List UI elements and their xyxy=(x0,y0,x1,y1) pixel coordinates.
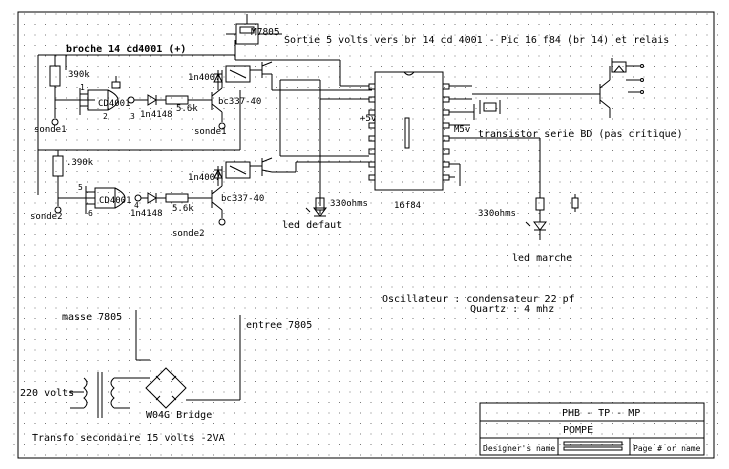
output-stage xyxy=(599,58,644,118)
q2-label: bc337-40 xyxy=(221,194,264,204)
pin4-label: 4 xyxy=(134,201,139,210)
d1-label: 1n4007 xyxy=(188,73,221,83)
m5v-label: M5v xyxy=(454,125,470,135)
led1-label: led defaut xyxy=(282,220,342,231)
led2-label: led marche xyxy=(512,253,572,264)
bridge-label: W04G Bridge xyxy=(146,410,212,421)
mains-label: 220 volts xyxy=(20,388,74,399)
q1-label: bc337-40 xyxy=(218,97,261,107)
pic16f84-chip xyxy=(279,70,600,200)
title-block-title: PHB - TP - MP xyxy=(562,408,640,419)
leds xyxy=(305,194,579,240)
transfo-label: Transfo secondaire 15 volts -2VA xyxy=(32,433,225,444)
probe2b-label: sonde2 xyxy=(172,229,205,239)
pin1-label: 1 xyxy=(80,83,85,92)
d2-label: 1n4007 xyxy=(188,173,221,183)
r5-label: 330ohms xyxy=(330,199,368,209)
channel-2 xyxy=(38,149,372,226)
dot-grid xyxy=(4,4,725,465)
transistor-note: transistor serie BD (pas critique) xyxy=(478,129,683,140)
mcu-label: 16f84 xyxy=(394,201,421,211)
osc-note-2: Quartz : 4 mhz xyxy=(470,304,554,315)
channel-1 xyxy=(49,55,372,150)
pin14-note: broche 14 cd4001 (+) xyxy=(66,44,186,55)
gate2-label: CD4001 xyxy=(99,196,132,206)
regulator-label: M7805 xyxy=(251,27,280,38)
probe2a-label: sonde2 xyxy=(30,212,63,222)
osc-note-1: Oscillateur : condensateur 22 pf xyxy=(382,294,575,305)
title-block-subtitle: POMPE xyxy=(563,425,593,436)
pin5-label: 5 xyxy=(78,183,83,192)
designer-label: Designer's name xyxy=(483,444,555,453)
sheet-border xyxy=(17,11,715,459)
output-note: Sortie 5 volts vers br 14 cd 4001 - Pic … xyxy=(284,35,669,46)
r3-label: 5.6k xyxy=(176,104,198,114)
r6-label: 330ohms xyxy=(478,209,516,219)
probe1a-label: sonde1 xyxy=(34,125,67,135)
d3-label: 1n4148 xyxy=(140,110,173,120)
d4-label: 1n4148 xyxy=(130,209,163,219)
page-label: Page # or name xyxy=(633,444,701,453)
vcc-label: +5v xyxy=(360,114,376,124)
regulator-7805 xyxy=(226,14,282,45)
r2-label: .390k xyxy=(66,158,94,168)
title-block xyxy=(479,402,705,456)
gate1-label: CD4001 xyxy=(98,99,131,109)
gnd-label: masse 7805 xyxy=(62,312,122,323)
pin3-label: 3 xyxy=(130,112,135,121)
r4-label: 5.6k xyxy=(172,204,194,214)
power-rail xyxy=(37,40,341,195)
power-supply xyxy=(70,310,241,418)
pin6-label: 6 xyxy=(88,209,93,218)
r1-label: 390k xyxy=(68,70,90,80)
pin2-label: 2 xyxy=(103,112,108,121)
probe1b-label: sonde1 xyxy=(194,127,227,137)
vin-label: entree 7805 xyxy=(246,320,312,331)
